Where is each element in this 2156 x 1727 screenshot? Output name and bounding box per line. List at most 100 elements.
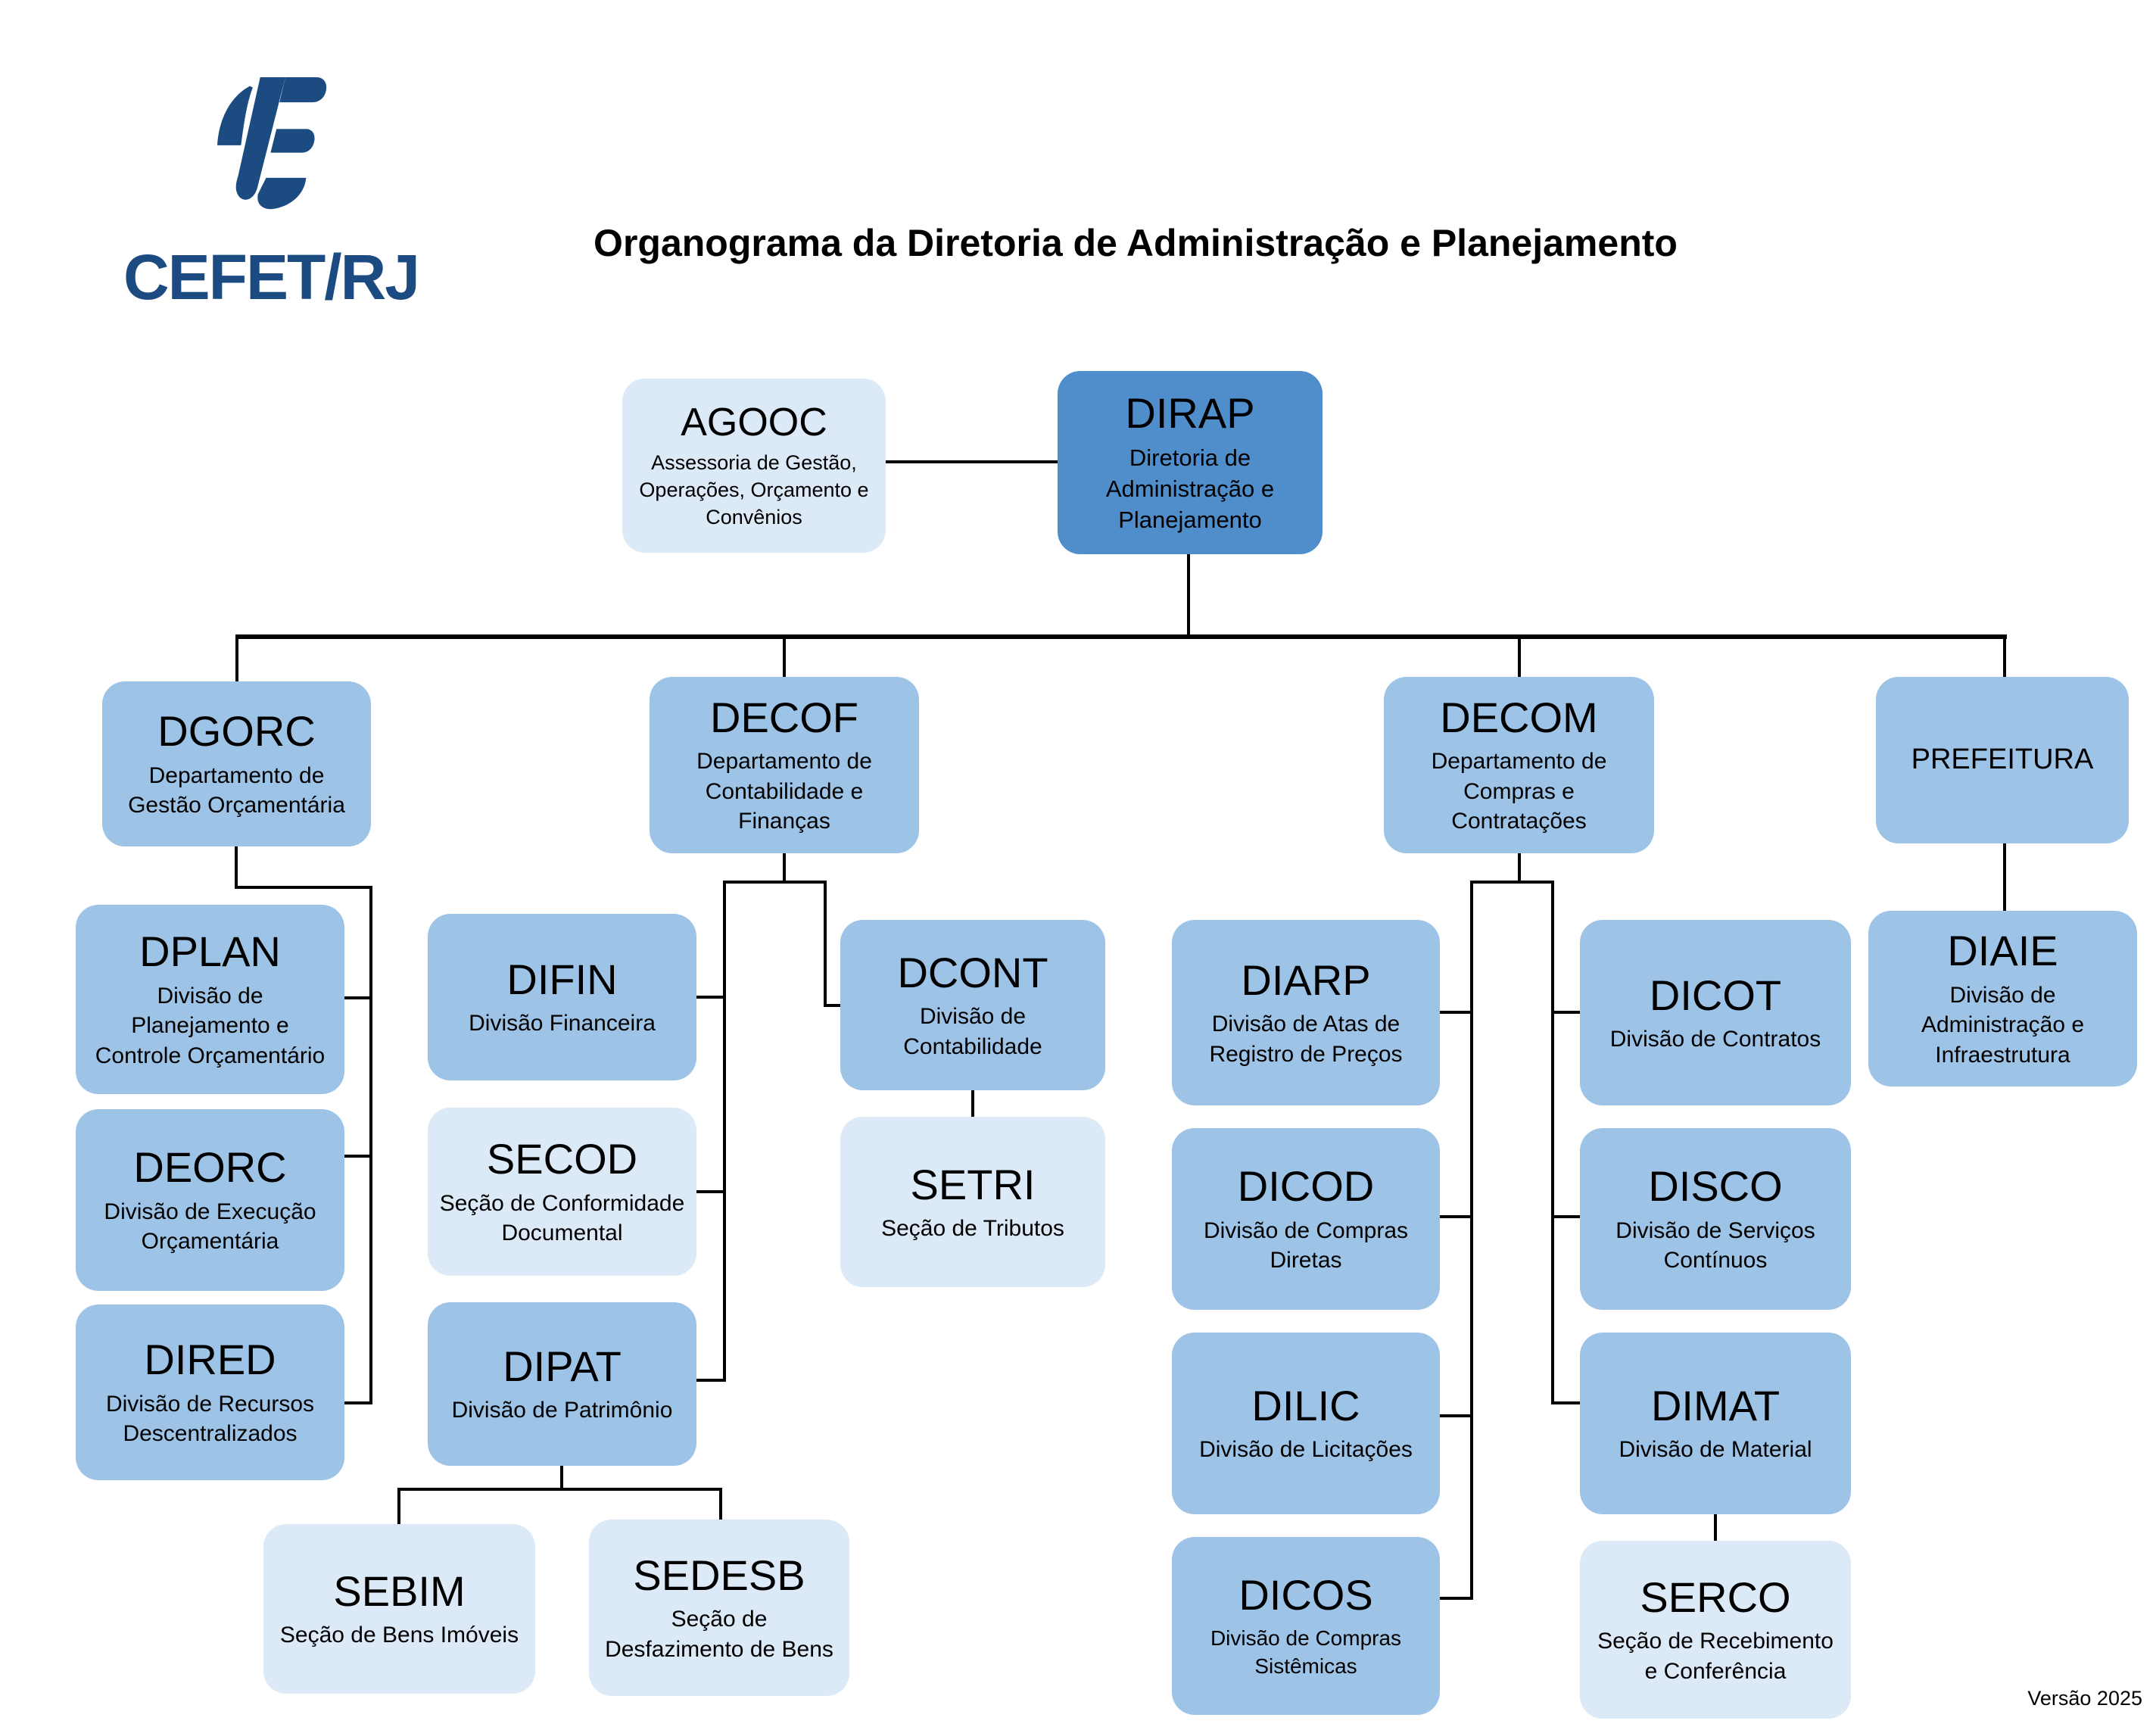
cefet-logo-text: CEFET/RJ [123,242,420,313]
connector-line [369,886,372,1404]
org-node-dicos: DICOS Divisão de Compras Sistêmicas [1172,1537,1440,1715]
cefet-flag-icon [217,76,327,210]
node-label: Seção de Desfazimento de Bens [605,1607,833,1662]
connector-line [2003,843,2006,911]
connector-line [235,634,2007,639]
connector-line [397,1488,400,1524]
node-acronym: AGOOC [681,400,827,444]
node-label: Departamento de Compras e Contratações [1431,749,1607,834]
connector-line [719,1488,722,1520]
node-label: Divisão de Patrimônio [451,1398,673,1423]
connector-line [1551,1011,1580,1014]
org-node-decof: DECOF Departamento de Contabilidade e Fi… [650,677,919,853]
node-label: Divisão de Compras Sistêmicas [1210,1626,1402,1678]
node-acronym: SEDESB [633,1551,805,1599]
node-label: Seção de Conformidade Documental [439,1190,685,1246]
org-node-dplan: DPLAN Divisão de Planejamento e Controle… [76,905,344,1094]
connector-line [560,1466,563,1491]
org-node-dipat: DIPAT Divisão de Patrimônio [428,1302,696,1466]
node-acronym: DIRAP [1125,389,1255,438]
connector-line [1440,1011,1470,1014]
connector-line [824,1004,840,1007]
node-acronym: SETRI [910,1160,1036,1208]
node-label: Seção de Tributos [881,1215,1064,1241]
connector-line [1551,1401,1580,1404]
node-acronym: DISCO [1648,1162,1783,1211]
node-label: Divisão de Serviços Contínuos [1615,1217,1815,1273]
connector-line [344,1401,372,1404]
connector-line [1470,881,1554,884]
node-label: Divisão Financeira [469,1011,656,1037]
node-acronym: SERCO [1640,1573,1791,1621]
org-node-dired: DIRED Divisão de Recursos Descentralizad… [76,1305,344,1480]
node-label: Departamento de Gestão Orçamentária [128,762,345,818]
connector-line [235,639,238,681]
node-label: Divisão de Execução Orçamentária [104,1199,316,1255]
org-node-setri: SETRI Seção de Tributos [840,1117,1105,1287]
node-acronym: DGORC [157,707,316,756]
node-acronym: DICOS [1238,1571,1373,1619]
connector-line [723,881,726,1382]
org-node-secod: SECOD Seção de Conformidade Documental [428,1108,696,1276]
node-acronym: PREFEITURA [1911,743,2094,776]
org-node-dirap: DIRAP Diretoria de Administração e Plane… [1058,371,1323,554]
node-label: Divisão de Licitações [1199,1437,1413,1463]
node-label: Seção de Recebimento e Conferência [1597,1629,1834,1684]
node-acronym: DCONT [897,948,1048,996]
connector-line [1714,1514,1717,1541]
node-acronym: DIMAT [1650,1382,1781,1429]
connector-line [886,460,1058,463]
org-node-sebim: SEBIM Seção de Bens Imóveis [263,1524,535,1694]
node-acronym: DIPAT [503,1342,622,1390]
connector-line [1440,1414,1470,1417]
connector-line [783,853,786,884]
node-acronym: DECOM [1440,693,1598,741]
org-node-serco: SERCO Seção de Recebimento e Conferência [1580,1541,1851,1719]
connector-line [1551,881,1554,1404]
connector-line [696,996,723,999]
org-node-diaie: DIAIE Divisão de Administração e Infraes… [1868,911,2137,1086]
connector-line [1551,1215,1580,1218]
connector-line [235,886,372,889]
org-node-dilic: DILIC Divisão de Licitações [1172,1333,1440,1514]
org-node-dgorc: DGORC Departamento de Gestão Orçamentári… [102,681,371,846]
node-acronym: DPLAN [139,927,281,976]
page-title: Organograma da Diretoria de Administraçã… [594,222,1678,264]
connector-line [723,881,827,884]
node-acronym: DIARP [1241,955,1371,1004]
connector-line [235,846,238,889]
node-label: Departamento de Contabilidade e Finanças [696,749,872,834]
connector-line [1518,853,1521,884]
connector-line [1470,881,1473,1600]
node-acronym: SECOD [486,1135,638,1183]
connector-line [696,1379,726,1382]
node-label: Divisão de Material [1619,1437,1812,1463]
org-node-dicod: DICOD Divisão de Compras Diretas [1172,1128,1440,1310]
connector-line [783,639,786,677]
node-label: Divisão de Recursos Descentralizados [105,1391,315,1447]
node-label: Diretoria de Administração e Planejament… [1105,444,1275,533]
node-label: Divisão de Contratos [1609,1026,1821,1052]
org-node-difin: DIFIN Divisão Financeira [428,914,696,1080]
node-acronym: DIFIN [506,955,618,1003]
org-node-disco: DISCO Divisão de Serviços Contínuos [1580,1128,1851,1310]
org-node-dimat: DIMAT Divisão de Material [1580,1333,1851,1514]
org-node-decom: DECOM Departamento de Compras e Contrata… [1384,677,1654,853]
connector-line [1187,554,1190,637]
node-acronym: DICOD [1237,1162,1375,1211]
node-acronym: DIRED [144,1336,276,1384]
org-node-dicot: DICOT Divisão de Contratos [1580,920,1851,1105]
connector-line [696,1190,723,1193]
connector-line [2003,639,2006,677]
org-node-agooc: AGOOC Assessoria de Gestão, Operações, O… [622,379,886,553]
version-label: Versão 2025 [2027,1687,2142,1710]
connector-line [344,996,369,999]
node-label: Seção de Bens Imóveis [279,1623,519,1648]
node-acronym: SEBIM [333,1567,466,1615]
cefet-rj-logo: CEFET/RJ [89,76,453,318]
node-acronym: DEORC [133,1143,287,1192]
node-acronym: DICOT [1649,971,1782,1019]
node-label: Divisão de Contabilidade [903,1004,1042,1059]
node-label: Divisão de Atas de Registro de Preços [1209,1012,1403,1067]
